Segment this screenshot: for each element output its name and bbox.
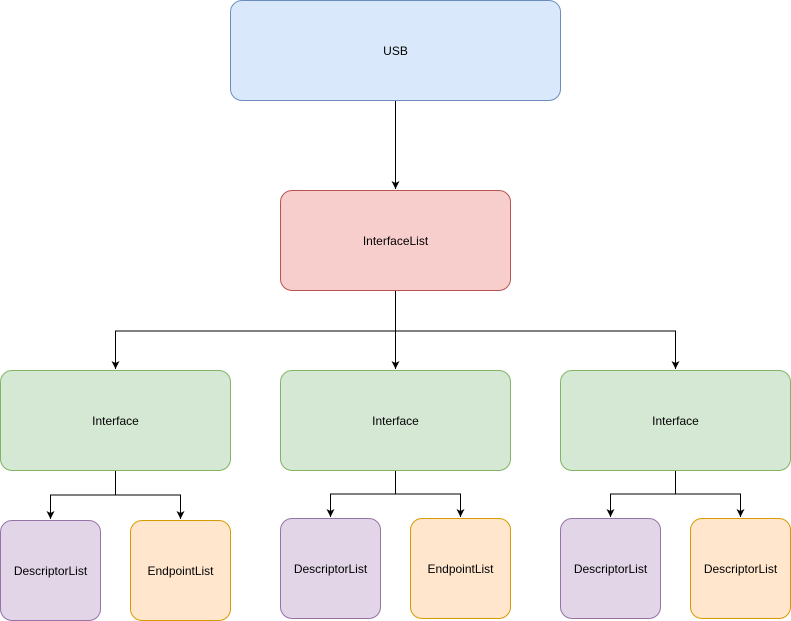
node-descriptorlist-4[interactable]: DescriptorList (690, 518, 791, 619)
edge-interface-2-to-child-2 (395, 471, 465, 517)
node-descriptorlist-3-label: DescriptorList (573, 561, 648, 576)
node-descriptorlist-1-label: DescriptorList (13, 563, 88, 578)
edge-interface-1-to-child-1 (46, 471, 116, 519)
node-descriptorlist-4-label: DescriptorList (703, 561, 778, 576)
edge-interfacelist-to-interface-3 (395, 291, 680, 369)
node-descriptorlist-2-label: DescriptorList (293, 561, 368, 576)
edge-interface-3-to-child-1 (606, 471, 676, 517)
edge-interface-3-to-child-2 (675, 471, 745, 517)
node-interface-2[interactable]: Interface (280, 370, 511, 471)
node-interfacelist[interactable]: InterfaceList (280, 190, 511, 291)
edge-interface-1-to-child-2 (115, 471, 185, 519)
node-endpointlist-2-label: EndpointList (427, 561, 494, 576)
node-endpointlist-2[interactable]: EndpointList (410, 518, 511, 619)
node-interface-3-label: Interface (652, 413, 699, 428)
node-descriptorlist-1[interactable]: DescriptorList (0, 520, 101, 621)
node-endpointlist-1[interactable]: EndpointList (130, 520, 231, 621)
node-interface-1[interactable]: Interface (0, 370, 231, 471)
node-usb[interactable]: USB (230, 0, 561, 101)
node-endpointlist-1-label: EndpointList (147, 563, 214, 578)
node-interface-1-label: Interface (92, 413, 139, 428)
node-descriptorlist-2[interactable]: DescriptorList (280, 518, 381, 619)
node-interfacelist-label: InterfaceList (362, 233, 429, 248)
node-interface-3[interactable]: Interface (560, 370, 791, 471)
edge-interface-2-to-child-1 (326, 471, 396, 517)
edge-interfacelist-to-interface-1 (111, 291, 396, 369)
node-descriptorlist-3[interactable]: DescriptorList (560, 518, 661, 619)
node-interface-2-label: Interface (372, 413, 419, 428)
node-usb-label: USB (383, 43, 408, 58)
